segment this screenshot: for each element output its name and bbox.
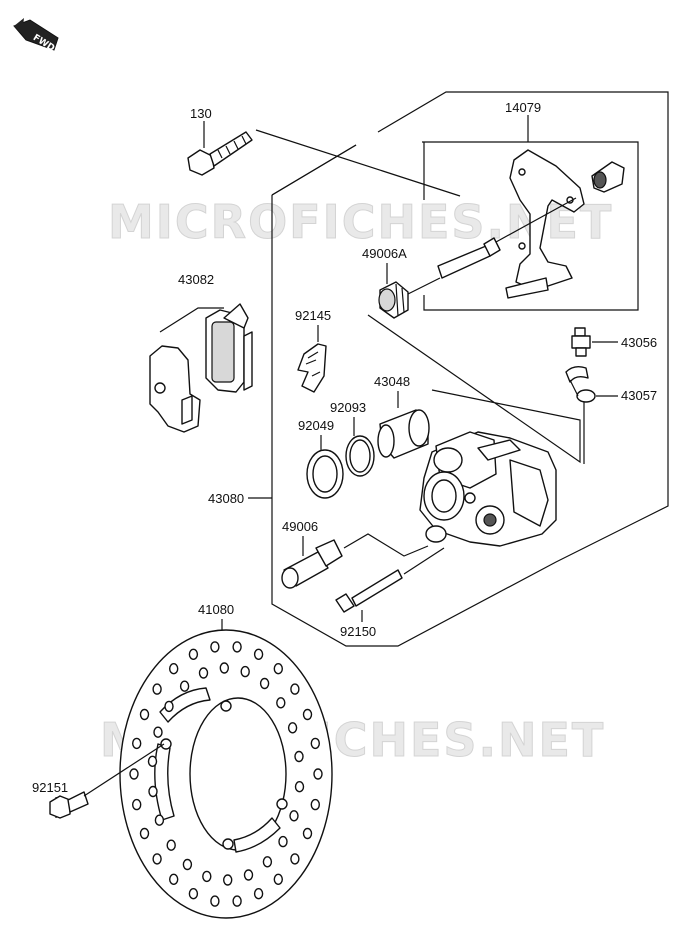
bracket-subframe — [422, 141, 639, 311]
disc-vent-hole — [202, 870, 212, 883]
label-92049: 92049 — [298, 418, 334, 433]
leader-43082 — [159, 307, 224, 333]
disc-vent-hole — [210, 641, 220, 653]
caliper-body — [419, 431, 557, 547]
bleed-valve-43056 — [571, 327, 591, 357]
caliper-bracket-14079 — [505, 149, 625, 299]
disc-vent-hole — [273, 663, 283, 675]
disc-vent-hole — [198, 667, 209, 679]
disc-vent-hole — [243, 869, 254, 881]
label-92150: 92150 — [340, 624, 376, 639]
disc-vent-hole — [253, 648, 264, 660]
slide-pin — [403, 197, 577, 297]
disc-vent-hole — [131, 737, 142, 750]
bleed-cap-43057 — [565, 365, 596, 403]
disc-vent-hole — [188, 648, 199, 660]
label-43057: 43057 — [621, 388, 657, 403]
disc-vent-hole — [153, 726, 163, 738]
disc-vent-hole — [253, 888, 264, 900]
disc-vent-hole — [164, 700, 174, 713]
label-41080: 41080 — [198, 602, 234, 617]
dust-seal-92049 — [306, 449, 344, 499]
fwd-arrow-icon: FWD — [13, 18, 59, 54]
disc-vent-hole — [232, 895, 242, 907]
disc-vent-hole — [289, 810, 299, 822]
label-43056: 43056 — [621, 335, 657, 350]
disc-vent-hole — [310, 798, 320, 811]
brake-pads-43082 — [149, 303, 253, 433]
disc-vent-hole — [168, 873, 179, 885]
label-49006: 49006 — [282, 519, 318, 534]
disc-vent-hole — [276, 697, 286, 709]
seal-92093 — [345, 435, 375, 477]
disc-vent-hole — [168, 663, 179, 675]
leader-130-to-bracket — [255, 129, 461, 197]
label-92151: 92151 — [32, 780, 68, 795]
disc-vent-hole — [139, 827, 150, 840]
disc-vent-hole — [302, 827, 313, 840]
pin-49006 — [281, 533, 429, 589]
disc-vent-hole — [294, 781, 305, 793]
disc-vent-hole — [139, 708, 150, 721]
disc-vent-hole — [131, 798, 142, 811]
label-49006A: 49006A — [362, 246, 407, 261]
disc-vent-hole — [273, 873, 283, 885]
disc-vent-hole — [294, 750, 304, 763]
label-130: 130 — [190, 106, 212, 121]
disc-vent-hole — [222, 874, 233, 886]
label-92093: 92093 — [330, 400, 366, 415]
disc-vent-hole — [232, 641, 242, 653]
disc-vent-hole — [147, 755, 158, 767]
disc-vent-hole — [210, 895, 220, 907]
disc-vent-hole — [148, 785, 158, 798]
disc-vent-hole — [219, 662, 230, 674]
disc-vent-hole — [179, 680, 190, 692]
disc-vent-hole — [240, 665, 250, 678]
disc-vent-hole — [290, 853, 300, 865]
disc-vent-hole — [166, 839, 176, 851]
spring-92145 — [297, 343, 327, 393]
disc-vent-hole — [152, 853, 162, 865]
brake-disc-41080 — [119, 629, 333, 919]
disc-vent-hole — [262, 856, 273, 868]
bolt-92151 — [49, 743, 165, 819]
piston-43048 — [377, 409, 430, 459]
disc-vent-hole — [129, 768, 139, 780]
disc-vent-hole — [278, 835, 288, 848]
disc-vent-hole — [188, 888, 199, 900]
caliper-outline — [367, 314, 585, 464]
label-43048: 43048 — [374, 374, 410, 389]
label-14079: 14079 — [505, 100, 541, 115]
bolt-130 — [187, 131, 253, 176]
disc-vent-hole — [313, 768, 323, 780]
disc-vent-hole — [152, 683, 162, 695]
disc-vent-hole — [290, 683, 300, 695]
disc-vent-hole — [287, 722, 298, 734]
label-43082: 43082 — [178, 272, 214, 287]
label-92145: 92145 — [295, 308, 331, 323]
disc-vent-hole — [302, 708, 313, 721]
disc-vent-hole — [310, 737, 320, 750]
caliper-assembly-frame — [271, 91, 669, 647]
boot-49006A — [378, 281, 409, 319]
disc-vent-hole — [259, 677, 270, 690]
disc-vent-hole — [154, 814, 165, 826]
label-43080: 43080 — [208, 491, 244, 506]
disc-vent-hole — [182, 858, 193, 871]
bolt-92150 — [335, 547, 445, 613]
